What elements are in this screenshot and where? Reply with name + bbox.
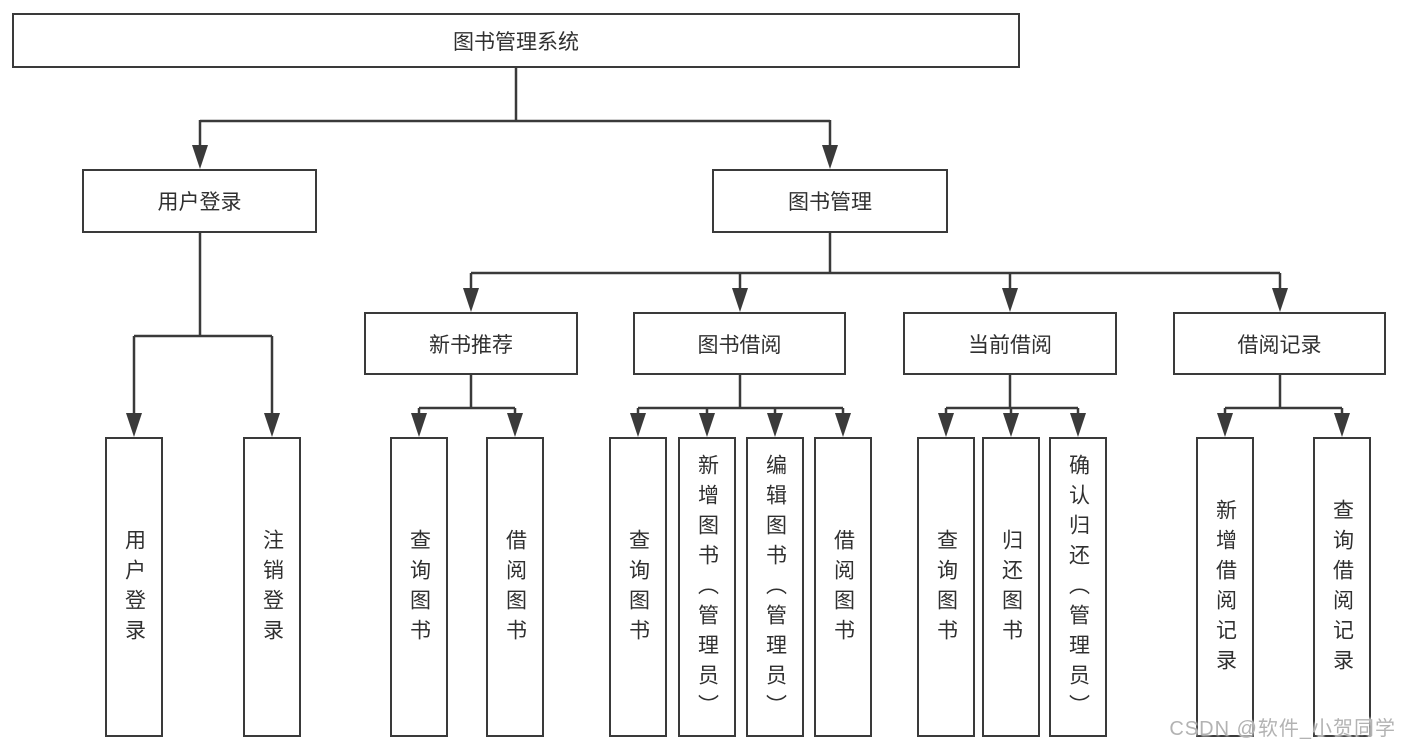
node-new-book-recommend: 新书推荐 — [364, 312, 578, 375]
leaf-borrow-book-recommend: 借阅图书 — [486, 437, 544, 737]
node-root-library-system: 图书管理系统 — [12, 13, 1020, 68]
csdn-watermark: CSDN @软件_小贺同学 — [1169, 718, 1396, 740]
leaf-query-borrow-record: 查询借阅记录 — [1313, 437, 1371, 737]
node-book-borrow: 图书借阅 — [633, 312, 846, 375]
leaf-user-login: 用户登录 — [105, 437, 163, 737]
leaf-logout: 注销登录 — [243, 437, 301, 737]
leaf-return-book: 归还图书 — [982, 437, 1040, 737]
node-book-management: 图书管理 — [712, 169, 948, 233]
leaf-add-borrow-record: 新增借阅记录 — [1196, 437, 1254, 737]
node-current-borrow: 当前借阅 — [903, 312, 1117, 375]
node-borrow-records: 借阅记录 — [1173, 312, 1386, 375]
leaf-borrow-book: 借阅图书 — [814, 437, 872, 737]
leaf-query-book-current: 查询图书 — [917, 437, 975, 737]
node-user-login: 用户登录 — [82, 169, 317, 233]
leaf-edit-book-admin: 编辑图书（管理员） — [746, 437, 804, 737]
leaf-confirm-return-admin: 确认归还（管理员） — [1049, 437, 1107, 737]
leaf-query-book-recommend: 查询图书 — [390, 437, 448, 737]
leaf-add-book-admin: 新增图书（管理员） — [678, 437, 736, 737]
leaf-query-book-borrow: 查询图书 — [609, 437, 667, 737]
